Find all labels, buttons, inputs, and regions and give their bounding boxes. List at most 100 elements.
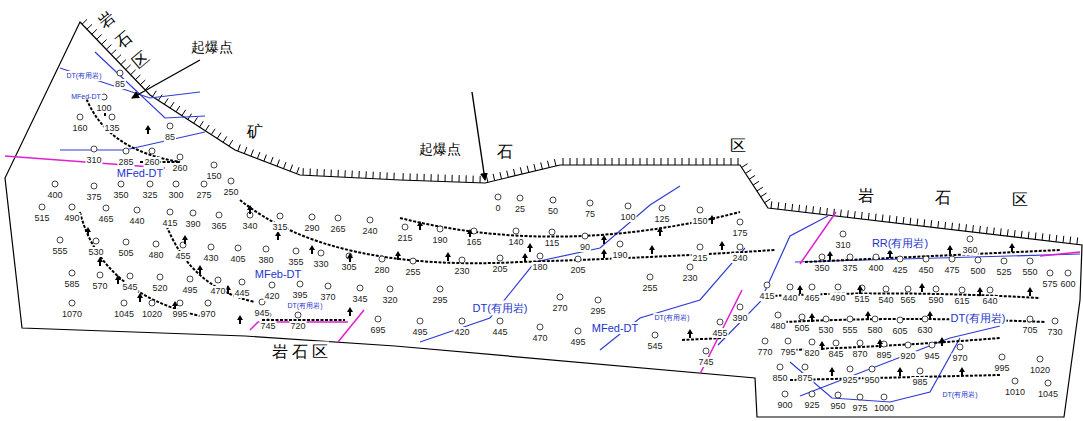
delay-number: 505 [117,248,134,258]
delay-number: 640 [981,296,998,306]
blast-hole [123,148,129,154]
hatch-tick [102,40,107,45]
hatch-tick [277,160,280,167]
hatch-tick [205,125,209,131]
blast-hole [1001,258,1007,264]
blast-hole [190,210,196,216]
delay-number: 390 [731,313,748,323]
blast-hole [883,286,889,292]
hatch-tick [1035,233,1037,240]
blast-hole [872,316,878,322]
hatch-tick [868,213,870,220]
zone-label: MFed-DT [116,167,164,179]
delay-number: 100 [619,212,636,222]
blast-hole [905,286,911,292]
direction-arrow [347,307,353,316]
delay-number: 345 [351,294,368,304]
blast-hole [557,294,563,300]
hatch-tick [223,136,227,142]
blast-hole [1047,270,1053,276]
hatch-tick [675,158,676,165]
rock-boundaries [5,156,1080,374]
blast-hole [216,212,222,218]
zone-label: DT(有用岩) [472,301,529,316]
delay-number: 75 [584,209,596,219]
delay-number: 495 [411,327,428,337]
hatch-tick [1000,228,1002,235]
blast-hole [999,354,1005,360]
delay-number: 500 [969,266,986,276]
delay-number: 330 [312,259,329,269]
delay-number: 1020 [1029,365,1051,375]
blast-hole [459,257,465,263]
delay-number: 520 [151,283,168,293]
hatch-tick [626,158,627,165]
blast-hole [809,284,815,290]
delay-number: 920 [899,351,916,361]
delay-number: 770 [756,347,773,357]
direction-arrow [182,235,188,244]
hatch-tick [338,170,339,177]
delay-number: 1000 [873,403,895,413]
zone-label: DT(有用岩) [942,390,979,400]
direction-arrow [939,337,945,346]
delay-number: 360 [961,245,978,255]
blast-hole [595,297,601,303]
delay-number: 400 [867,263,884,273]
hatch-tick [170,102,174,108]
hatch-tick [805,206,807,213]
delay-number: 430 [202,253,219,263]
delay-number: 350 [813,263,830,273]
blast-hole [737,304,743,310]
delay-number: 580 [866,325,883,335]
delay-number: 390 [184,219,201,229]
hatch-tick [473,176,474,183]
hatch-tick [944,222,946,229]
blast-hole [187,276,193,282]
hatch-tick [577,158,578,165]
blast-hole [873,254,879,260]
direction-arrow [827,251,833,260]
direction-arrow [877,339,883,348]
blast-hole [495,194,501,200]
hatch-tick [290,165,293,172]
hatch-tick [798,205,800,212]
hatch-tick [493,174,495,181]
delay-number: 470 [209,286,226,296]
hatch-tick [445,175,446,182]
direction-arrow [1027,287,1033,296]
delay-number: 0 [494,203,501,213]
blast-hole [575,256,581,262]
blast-hole [167,209,173,215]
blast-hole [57,237,63,243]
blast-hole [857,394,863,400]
blast-hole [975,257,981,263]
blast-hole [228,178,234,184]
hatch-tick [126,65,131,70]
hatch-tick [958,224,960,231]
zone-line [790,338,960,402]
delay-number: 850 [771,373,788,383]
blast-hole [208,244,214,250]
delay-number: 375 [85,192,102,202]
delay-number: 975 [851,403,868,413]
direction-arrow [709,215,715,224]
hatch-tick [696,158,697,165]
delay-number: 205 [491,264,508,274]
hatch-tick [753,181,759,185]
hatch-tick [534,164,536,171]
bench-hatching [82,19,1078,244]
blast-hole [647,274,653,280]
delay-row [790,375,1000,380]
hatch-tick [703,158,704,165]
hatch-tick [541,162,543,169]
delay-number: 970 [199,309,216,319]
blast-hole [402,224,408,230]
region-label: 矿 [246,122,264,143]
delay-number: 280 [373,265,390,275]
blast-hole [802,364,808,370]
blast-hole [211,162,217,168]
blast-hole [459,318,465,324]
delay-number: 100 [95,103,112,113]
blast-hole [809,391,815,397]
